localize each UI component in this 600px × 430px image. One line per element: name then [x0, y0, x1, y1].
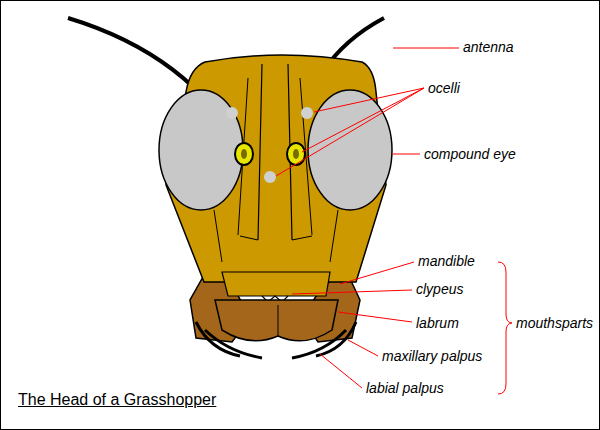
part-label: ocelli: [428, 79, 460, 97]
part-label: labial palpus: [366, 379, 444, 397]
diagram-title: The Head of a Grasshopper: [18, 390, 216, 410]
part-label: labrum: [416, 314, 459, 332]
part-label: compound eye: [424, 145, 516, 163]
part-label: antenna: [463, 38, 514, 56]
part-label: clypeus: [416, 280, 463, 298]
part-label: mouthsparts: [516, 314, 593, 332]
part-label: maxillary palpus: [382, 347, 482, 365]
part-label: mandible: [418, 252, 475, 270]
